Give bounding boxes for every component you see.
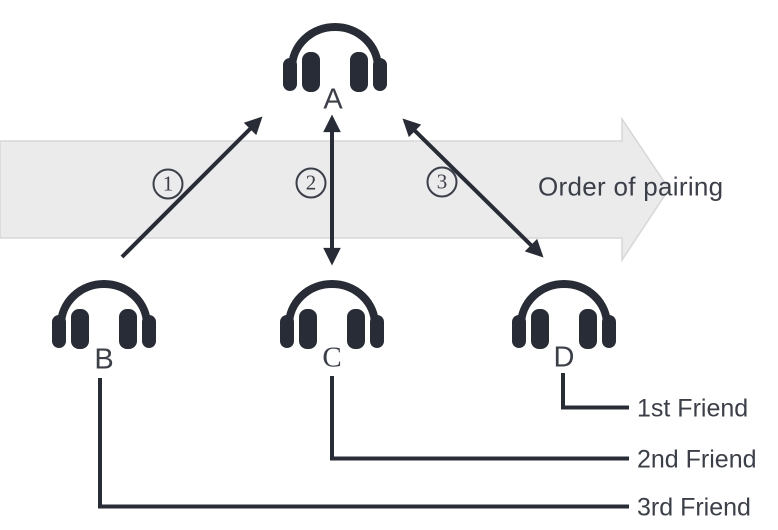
- order-of-pairing-label: Order of pairing: [538, 171, 724, 202]
- headphones-icon-a: [283, 10, 387, 92]
- arrow-step1-b-to-a: [120, 116, 263, 259]
- headphones-icon-c: [280, 267, 384, 349]
- legend-second-friend: 2nd Friend: [637, 445, 757, 474]
- callout-line-c-second-friend: [330, 376, 629, 461]
- arrow-step3-a-to-d: [402, 118, 544, 258]
- legend-third-friend: 3rd Friend: [637, 493, 751, 522]
- legend-first-friend: 1st Friend: [637, 394, 749, 423]
- callout-line-d-first-friend: [561, 373, 629, 410]
- node-label-d: D: [553, 341, 575, 374]
- step-2-number: 2: [305, 170, 317, 195]
- headphones-icon-b: [52, 267, 156, 349]
- node-label-b: B: [94, 343, 114, 376]
- step-1-badge: 1: [152, 168, 184, 200]
- step-2-badge: 2: [295, 167, 327, 199]
- node-label-c: C: [322, 341, 342, 374]
- step-1-number: 1: [162, 171, 174, 196]
- node-label-a: A: [323, 83, 343, 116]
- step-3-number: 3: [436, 169, 448, 194]
- step-3-badge: 3: [426, 166, 458, 198]
- headphones-icon-d: [512, 267, 616, 349]
- callout-line-b-third-friend: [98, 378, 629, 509]
